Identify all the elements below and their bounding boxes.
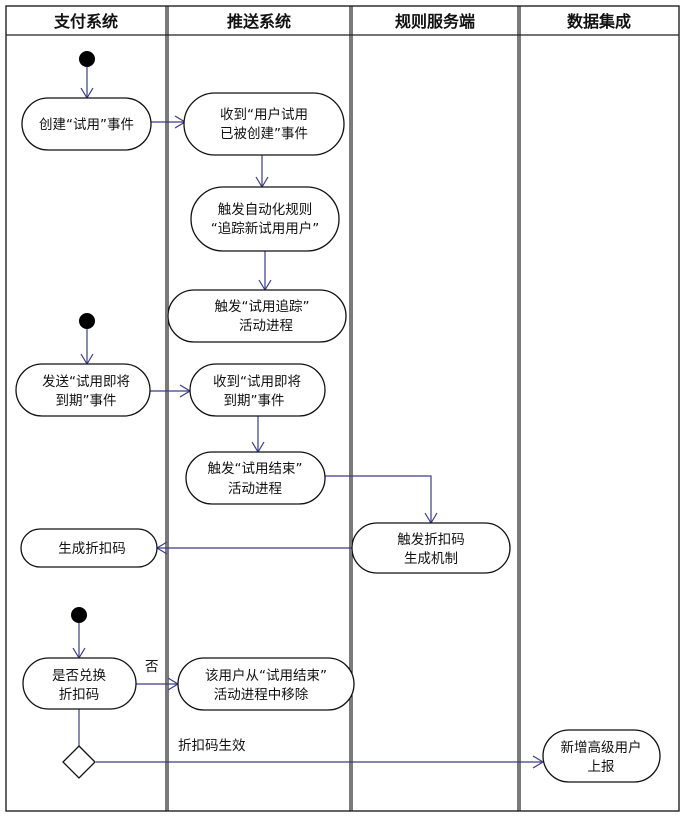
edge-gen-mechanism-gen-code xyxy=(155,541,352,555)
node-gen-mechanism: 触发折扣码 生成机制 xyxy=(351,522,511,574)
edge-recv-created-trigger-rule xyxy=(255,155,269,189)
edge-trigger-end-gen-mechanism xyxy=(325,475,438,525)
edge-redeem-remove-user xyxy=(136,677,180,691)
node-recv-expiring-line-1: 收到“试用即将 xyxy=(213,374,301,390)
node-report-user: 新增高级用户 上报 xyxy=(542,729,661,783)
edge-recv-expiring-trigger-end xyxy=(251,416,265,454)
node-gen-mechanism-line-1: 触发折扣码 xyxy=(397,532,465,548)
node-gen-code: 生成折扣码 xyxy=(20,528,158,568)
lane-title-data: 数据集成 xyxy=(567,12,631,31)
node-recv-expiring: 收到“试用即将 到期”事件 xyxy=(189,363,326,417)
start-node-1 xyxy=(79,51,95,67)
decision-diamond xyxy=(62,745,96,779)
edge-start2-send-expiring xyxy=(80,329,94,366)
edge-label-code-effective: 折扣码生效 xyxy=(178,738,246,754)
node-report-user-line-1: 新增高级用户 xyxy=(561,739,642,756)
edge-start3-redeem xyxy=(72,623,86,660)
node-gen-code-line-1: 生成折扣码 xyxy=(58,541,126,557)
node-recv-created-line-1: 收到“用户试用 xyxy=(220,106,308,123)
node-create-trial-line-1: 创建“试用”事件 xyxy=(39,117,134,133)
start-node-2 xyxy=(79,313,95,329)
node-trigger-track-line-2: 活动进程 xyxy=(239,318,293,334)
node-trigger-end-line-2: 活动进程 xyxy=(228,481,282,497)
node-recv-created: 收到“用户试用 已被创建”事件 xyxy=(183,92,345,156)
node-send-expiring: 发送“试用即将 到期”事件 xyxy=(15,363,151,417)
node-trigger-rule-line-1: 触发自动化规则 xyxy=(218,202,313,218)
edge-send-recv-expiring xyxy=(150,384,192,398)
edge-decision-report-user xyxy=(96,755,545,769)
node-redeem-check-line-1: 是否兑换 xyxy=(52,668,106,684)
node-recv-created-line-2: 已被创建”事件 xyxy=(220,126,308,142)
node-trigger-rule: 触发自动化规则 “追踪新试用用户” xyxy=(190,186,340,252)
lane-title-push: 推送系统 xyxy=(227,12,291,31)
node-redeem-check-line-2: 折扣码 xyxy=(59,687,100,703)
start-node-3 xyxy=(71,607,87,623)
node-remove-user-line-1: 该用户从“试用结束” xyxy=(205,667,327,684)
node-remove-user: 该用户从“试用结束” 活动进程中移除 xyxy=(177,657,355,711)
edge-label-no: 否 xyxy=(145,659,159,675)
node-trigger-track: 触发“试用追踪” 活动进程 xyxy=(167,289,347,343)
node-remove-user-line-2: 活动进程中移除 xyxy=(214,687,309,703)
lane-title-rules: 规则服务端 xyxy=(395,12,475,31)
node-trigger-end: 触发“试用结束” 活动进程 xyxy=(185,451,326,505)
lane-title-payment: 支付系统 xyxy=(53,12,118,31)
node-trigger-track-line-1: 触发“试用追踪” xyxy=(215,299,310,315)
node-trigger-end-line-1: 触发“试用结束” xyxy=(208,461,303,477)
node-trigger-rule-line-2: “追踪新试用用户” xyxy=(211,220,320,237)
node-report-user-line-2: 上报 xyxy=(588,759,615,775)
node-redeem-check: 是否兑换 折扣码 xyxy=(22,657,137,710)
node-recv-expiring-line-2: 到期”事件 xyxy=(224,393,285,409)
node-send-expiring-line-2: 到期”事件 xyxy=(56,393,117,409)
node-gen-mechanism-line-2: 生成机制 xyxy=(404,551,458,567)
edge-start1-create xyxy=(80,67,94,100)
diagram-frame xyxy=(5,5,680,812)
node-create-trial: 创建“试用”事件 xyxy=(21,97,152,151)
edge-trigger-rule-trigger-track xyxy=(258,251,272,292)
node-send-expiring-line-1: 发送“试用即将 xyxy=(42,374,130,390)
